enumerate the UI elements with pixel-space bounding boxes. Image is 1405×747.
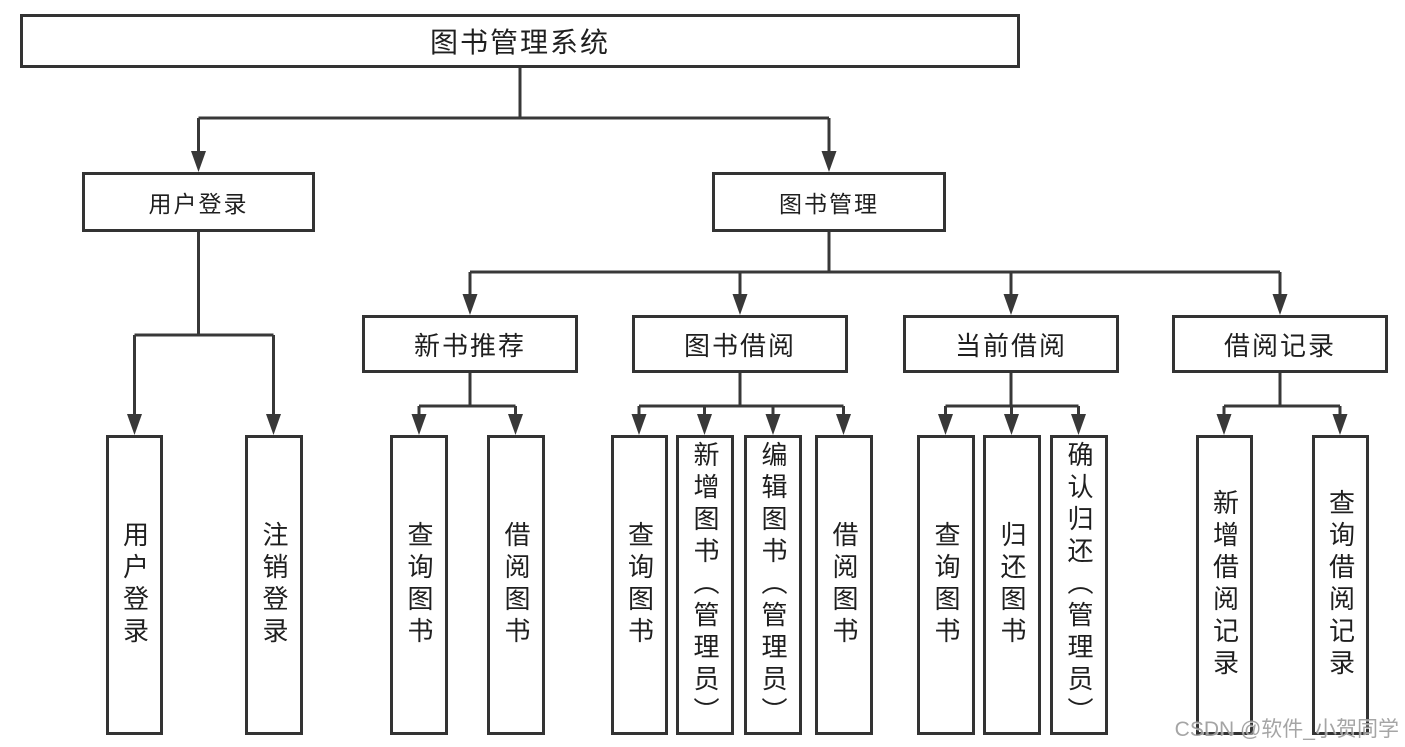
- node-label: 图书借阅: [683, 330, 796, 361]
- leaf-add-borrow-record: 新增借阅记录: [1196, 435, 1253, 735]
- node-label: 查询图书: [624, 521, 655, 649]
- node-label: 查询借阅记录: [1325, 489, 1356, 681]
- node-label: 图书管理: [779, 191, 879, 217]
- leaf-logout: 注销登录: [245, 435, 303, 735]
- node-label: 新增借阅记录: [1209, 489, 1240, 681]
- leaf-add-book-admin: 新增图书（管理员）: [676, 435, 734, 735]
- leaf-edit-book-admin: 编辑图书（管理员）: [744, 435, 802, 735]
- leaf-query-borrow-record: 查询借阅记录: [1312, 435, 1369, 735]
- node-borrow-records: 借阅记录: [1172, 315, 1388, 373]
- leaf-borrow-books: 借阅图书: [815, 435, 873, 735]
- node-label: 归还图书: [997, 521, 1027, 649]
- node-current-borrow: 当前借阅: [903, 315, 1119, 373]
- node-book-management: 图书管理: [712, 172, 946, 232]
- leaf-return-book: 归还图书: [983, 435, 1041, 735]
- node-label: 借阅记录: [1223, 330, 1336, 361]
- leaf-borrow-books-recommend: 借阅图书: [487, 435, 545, 735]
- node-label: 用户登录: [119, 521, 150, 649]
- node-library-management-system: 图书管理系统: [20, 14, 1020, 68]
- node-user-login: 用户登录: [82, 172, 315, 232]
- node-label: 新书推荐: [413, 330, 526, 361]
- leaf-query-books-current: 查询图书: [917, 435, 975, 735]
- node-label: 查询图书: [931, 521, 961, 649]
- node-label: 注销登录: [259, 521, 289, 649]
- node-label: 借阅图书: [501, 521, 531, 649]
- node-label: 用户登录: [148, 191, 249, 217]
- node-label: 图书管理系统: [429, 27, 610, 58]
- node-label: 编辑图书（管理员）: [758, 441, 788, 729]
- node-label: 新增图书（管理员）: [690, 441, 720, 729]
- leaf-user-login: 用户登录: [106, 435, 163, 735]
- node-label: 当前借阅: [954, 330, 1067, 361]
- node-label: 借阅图书: [829, 521, 859, 649]
- node-new-book-recommend: 新书推荐: [362, 315, 578, 373]
- node-label: 确认归还（管理员）: [1064, 441, 1094, 729]
- node-book-borrow: 图书借阅: [632, 315, 848, 373]
- leaf-query-books-recommend: 查询图书: [390, 435, 448, 735]
- leaf-query-books-borrow: 查询图书: [611, 435, 668, 735]
- node-label: 查询图书: [404, 521, 434, 649]
- leaf-confirm-return-admin: 确认归还（管理员）: [1050, 435, 1108, 735]
